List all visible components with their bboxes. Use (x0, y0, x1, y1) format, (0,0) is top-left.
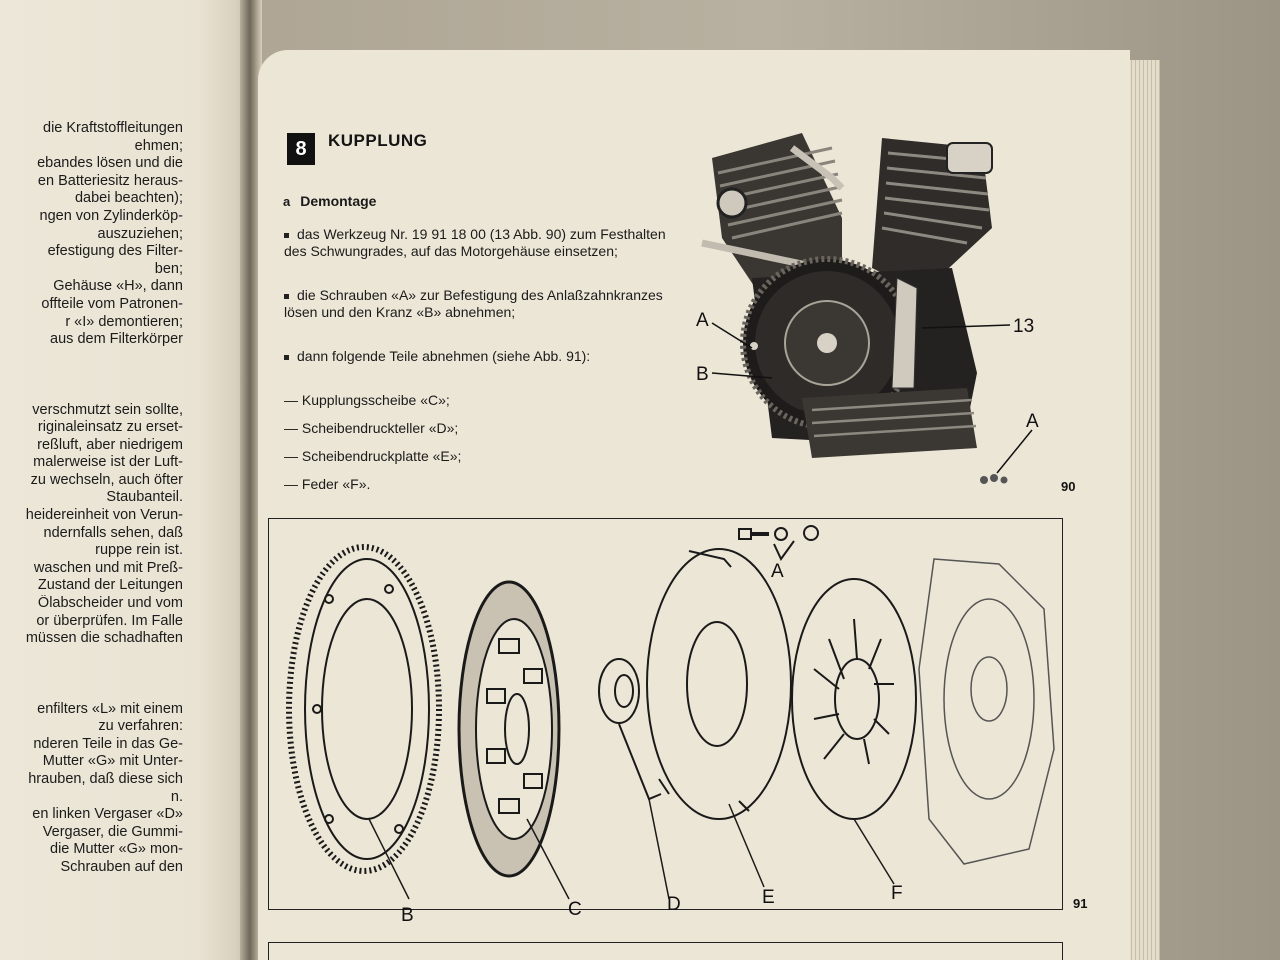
left-page-line: Zustand der Leitungen (37, 577, 183, 594)
label-f: F (891, 883, 903, 904)
left-page-line (0, 349, 235, 367)
left-page-line: ehmen; (134, 137, 183, 154)
subsection-title: Demontage (300, 193, 377, 209)
left-page-line: ruppe rein ist. (95, 542, 183, 559)
left-page-line (0, 665, 235, 683)
left-page-line (0, 384, 235, 402)
left-page-line (0, 683, 235, 701)
label-c: C (568, 899, 582, 920)
section-title: KUPPLUNG (328, 131, 428, 150)
callout-13: 13 (1013, 316, 1035, 337)
left-page-line: nderen Teile in das Ge- (33, 735, 183, 752)
left-page-line: dabei beachten); (74, 190, 183, 207)
left-page-line: en Batteriesitz heraus- (37, 172, 183, 189)
left-page-line: en linken Vergaser «D» (32, 806, 183, 823)
paragraph-1-text: das Werkzeug Nr. 19 91 18 00 (13 Abb. 90… (284, 226, 666, 259)
left-page-line: riginaleinsatz zu erset- (37, 419, 183, 436)
parts-list-item: — Scheibendruckplatte «E»; (284, 448, 462, 464)
figure-90-number: 90 (1061, 479, 1076, 494)
figure-91-box: A B C D E F (268, 518, 1063, 926)
left-page-line: verschmutzt sein sollte, (32, 401, 183, 418)
left-page-line: hrauben, daß diese sich (28, 770, 183, 787)
left-page-line (0, 366, 235, 384)
left-page-line (0, 648, 235, 666)
left-page-line: ebandes lösen und die (37, 155, 183, 172)
left-page-line: ben; (154, 260, 183, 277)
left-page-line: ndernfalls sehen, daß (43, 524, 183, 541)
bolts (980, 474, 1008, 484)
right-cylinder (872, 138, 993, 293)
left-page-line: aus dem Filterkörper (50, 331, 183, 348)
paragraph-2-text: die Schrauben «A» zur Befestigung des An… (284, 287, 663, 320)
paragraph-1: das Werkzeug Nr. 19 91 18 00 (13 Abb. 90… (284, 226, 674, 260)
left-page-line: offteile vom Patronen- (41, 295, 183, 312)
left-page-line: heidereinheit von Verun- (25, 507, 183, 524)
left-page-line: auszuziehen; (97, 225, 183, 242)
clutch-exploded-drawing (286, 525, 1055, 900)
left-page-line: Mutter «G» mit Unter- (42, 753, 183, 770)
left-page-line: or überprüfen. Im Falle (36, 612, 183, 629)
left-page-line: enfilters «L» mit einem (37, 700, 183, 717)
left-page-line: die Mutter «G» mon- (50, 841, 183, 858)
subsection-letter: a (283, 194, 291, 209)
part-b-flywheel (286, 544, 442, 874)
left-page-line: efestigung des Filter- (47, 243, 183, 260)
part-clutch-cover (918, 558, 1055, 865)
engine-photo (701, 133, 1033, 484)
left-page-line: reßluft, aber niedrigem (37, 436, 183, 453)
bullet-icon (284, 354, 289, 360)
section-number-badge: 8 (287, 133, 315, 165)
subsection-heading: a Demontage (283, 193, 376, 209)
part-f-spring (791, 578, 917, 820)
left-page-line: Vergaser, die Gummi- (42, 823, 183, 840)
left-page-line: malerweise ist der Luft- (33, 454, 183, 471)
parts-list-item: — Kupplungsscheibe «C»; (284, 392, 450, 408)
paragraph-3: dann folgende Teile abnehmen (siehe Abb.… (284, 348, 674, 365)
left-page-line: die Kraftstoffleitungen (43, 120, 183, 136)
next-figure-box (268, 942, 1063, 960)
parts-list-item: — Feder «F». (284, 476, 371, 492)
book-gutter (240, 0, 262, 960)
part-e-pressure-plate (646, 548, 792, 820)
callout-b-left: B (696, 364, 709, 385)
label-d: D (667, 894, 681, 915)
leader-lines (368, 798, 895, 900)
left-page-line: Schrauben auf den (60, 858, 183, 875)
bullet-icon (284, 293, 289, 299)
bullet-icon (284, 232, 289, 238)
flywheel (740, 256, 914, 430)
left-page-line: müssen die schadhaften (25, 630, 183, 647)
left-page-line: zu wechseln, auch öfter (30, 471, 183, 488)
label-b: B (401, 905, 414, 926)
parts-list-item: — Scheibendruckteller «D»; (284, 420, 459, 436)
left-page-line: zu verfahren: (98, 718, 183, 735)
part-a-screws (738, 525, 819, 561)
figure-91-number: 91 (1073, 896, 1088, 911)
callout-a-left: A (696, 310, 709, 331)
left-page-line: waschen und mit Preß- (33, 559, 183, 576)
paragraph-2: die Schrauben «A» zur Befestigung des An… (284, 287, 674, 321)
left-page-line: Gehäuse «H», dann (53, 278, 183, 295)
paragraph-3-text: dann folgende Teile abnehmen (siehe Abb.… (297, 348, 591, 364)
left-page-line: Staubanteil. (106, 489, 183, 506)
part-c-clutch-disc (457, 580, 561, 878)
left-page-line: ngen von Zylinderköp- (39, 207, 183, 224)
left-page-line: r «I» demontieren; (65, 313, 183, 330)
left-page-line: Ölabscheider und vom (37, 595, 183, 612)
label-e: E (762, 887, 775, 908)
callout-a-right: A (1026, 411, 1039, 432)
label-a: A (771, 561, 784, 582)
left-page-line: n. (170, 788, 183, 805)
